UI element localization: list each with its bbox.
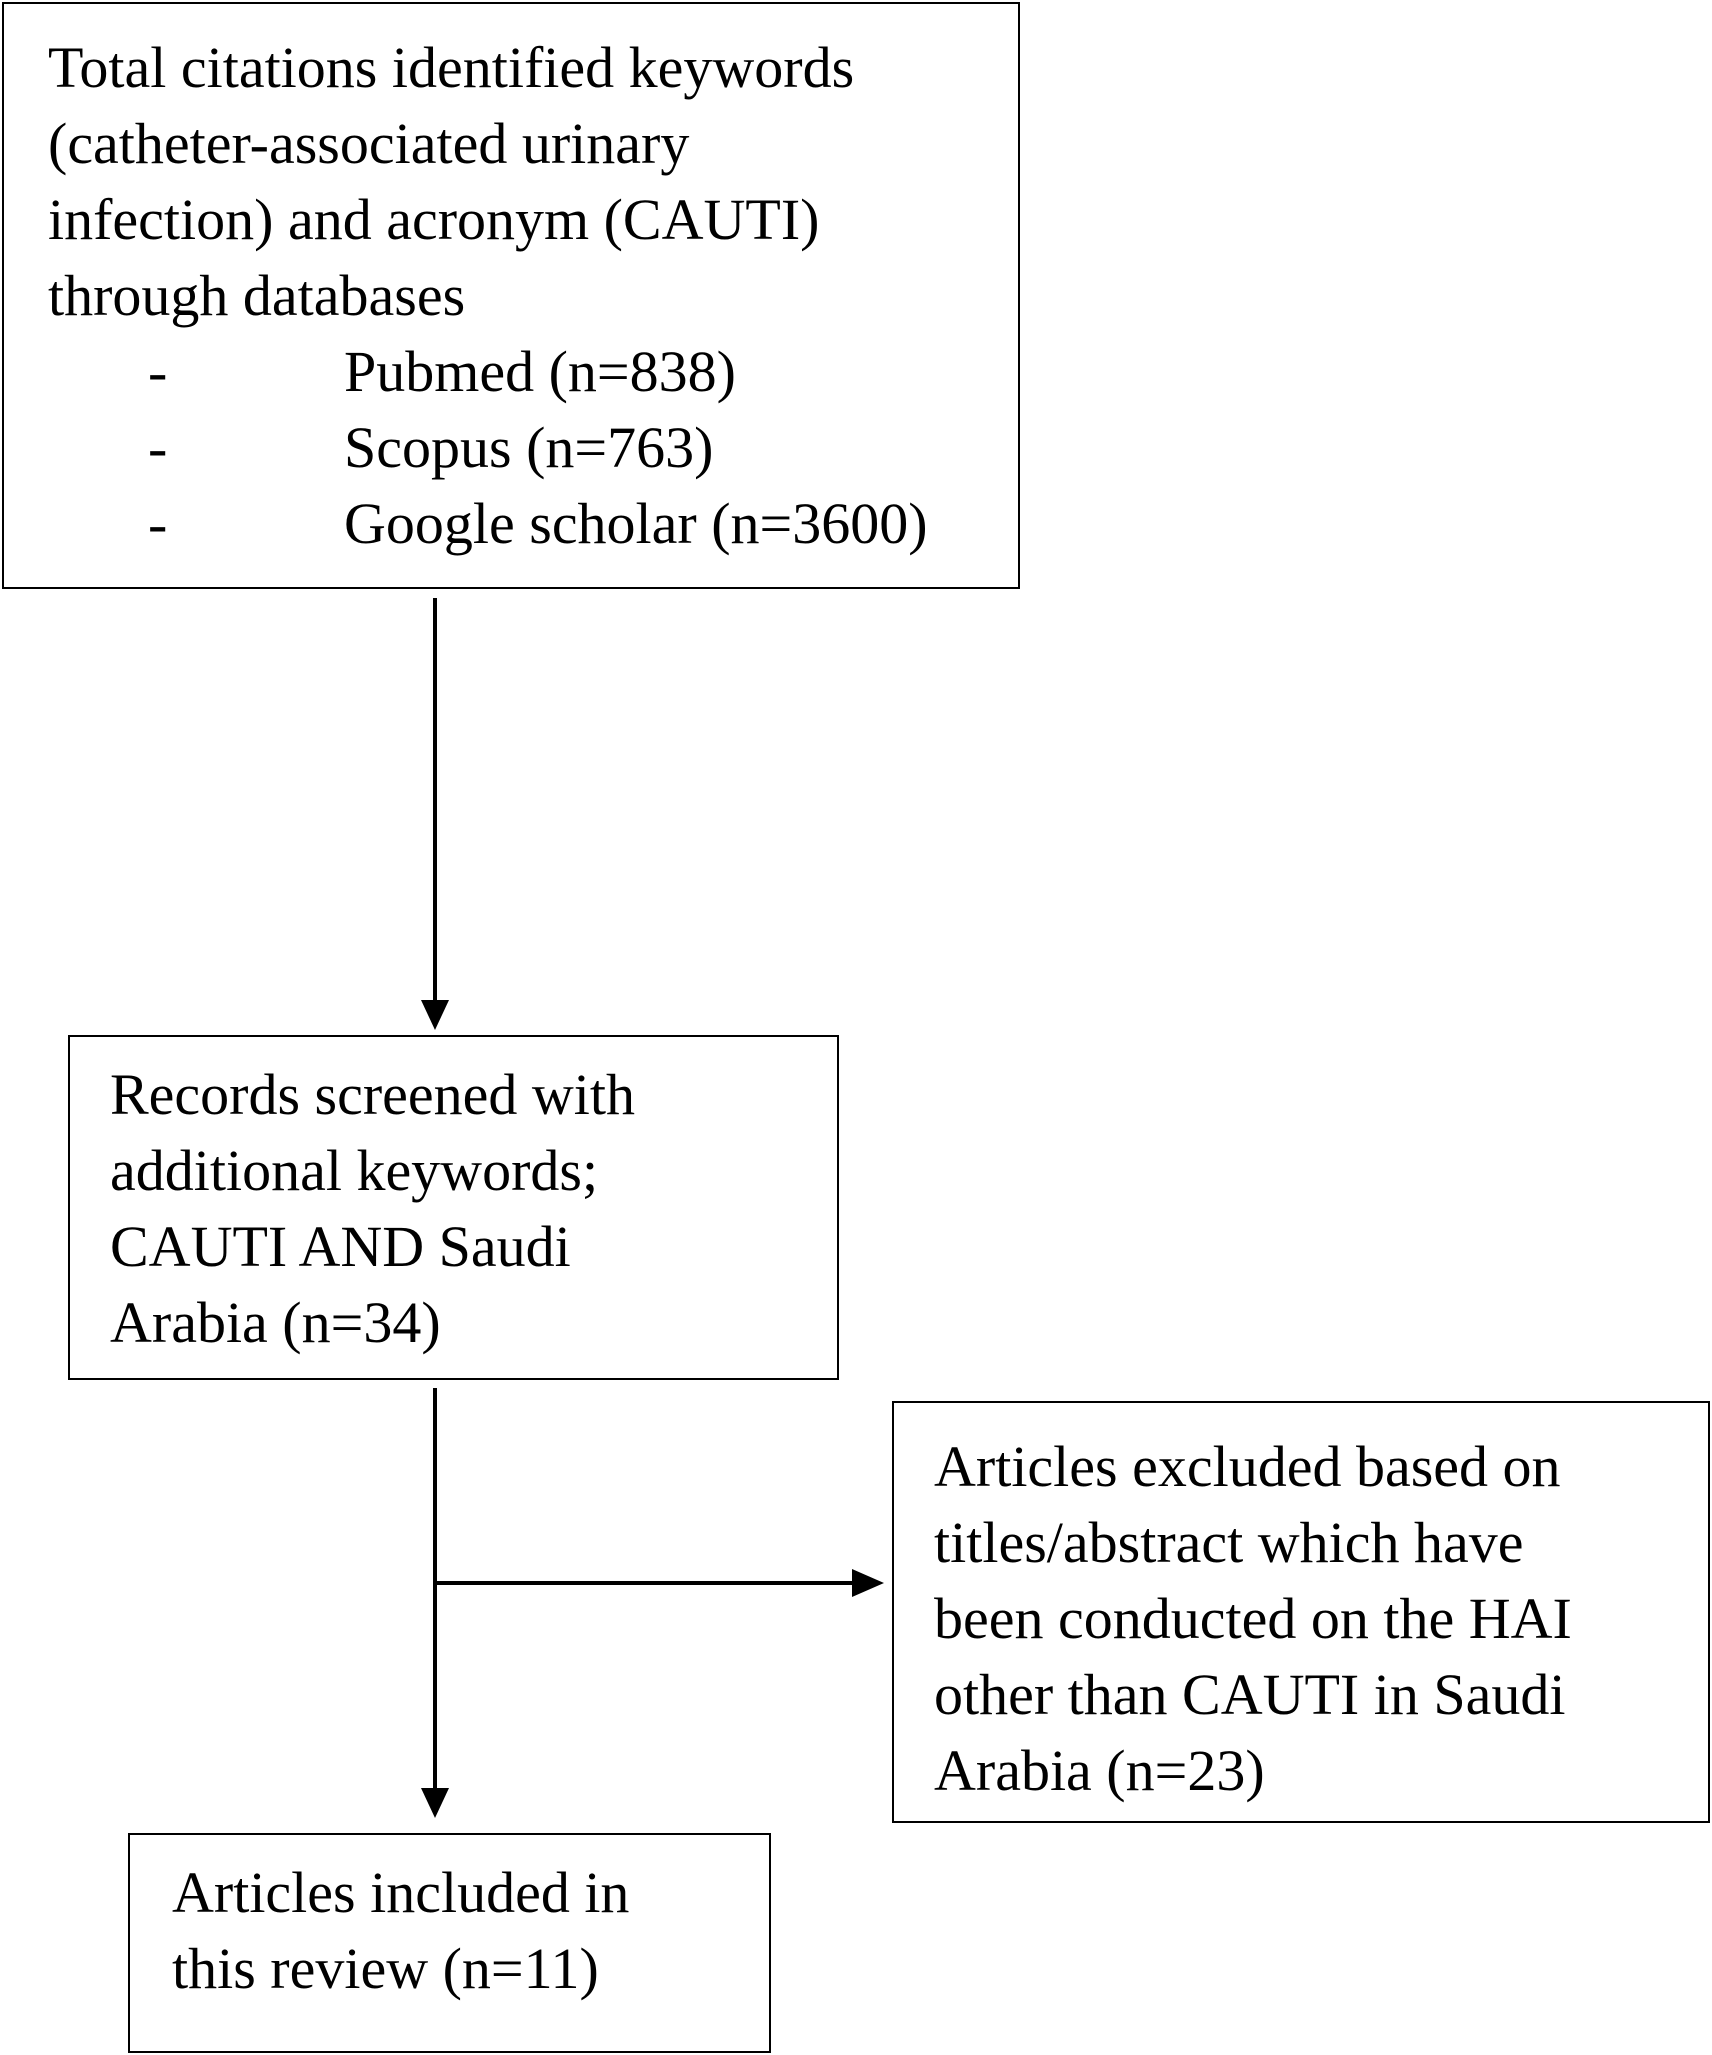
screening-line-2: additional keywords; [110, 1138, 599, 1203]
arrowhead-excluded [852, 1569, 884, 1597]
screening-line-1: Records screened with [110, 1062, 636, 1127]
database-label: Pubmed (n=838) [344, 339, 736, 404]
arrowhead-screened [421, 1000, 449, 1030]
screening-line-3: CAUTI AND Saudi [110, 1214, 571, 1279]
database-item-google-scholar: - Google scholar (n=3600) [48, 486, 1018, 562]
exclusion-line-3: been conducted on the HAI [934, 1586, 1572, 1651]
bullet-dash: - [148, 491, 168, 556]
exclusion-box: Articles excluded based on titles/abstra… [892, 1401, 1710, 1823]
inclusion-line-1: Articles included in [172, 1860, 630, 1925]
database-label: Scopus (n=763) [344, 415, 714, 480]
identification-line-2: (catheter-associated urinary [48, 111, 690, 176]
bullet-dash: - [148, 339, 168, 404]
inclusion-box: Articles included in this review (n=11) [128, 1833, 771, 2053]
identification-line-4: through databases [48, 263, 466, 328]
screening-line-4: Arabia (n=34) [110, 1290, 441, 1355]
bullet-dash: - [148, 415, 168, 480]
exclusion-line-1: Articles excluded based on [934, 1434, 1561, 1499]
exclusion-line-4: other than CAUTI in Saudi [934, 1662, 1566, 1727]
identification-box: Total citations identified keywords (cat… [2, 2, 1020, 589]
arrowhead-included [421, 1788, 449, 1818]
exclusion-line-5: Arabia (n=23) [934, 1738, 1265, 1803]
identification-line-1: Total citations identified keywords [48, 35, 855, 100]
database-item-pubmed: - Pubmed (n=838) [48, 334, 1018, 410]
exclusion-line-2: titles/abstract which have [934, 1510, 1524, 1575]
screening-box: Records screened with additional keyword… [68, 1035, 839, 1380]
database-item-scopus: - Scopus (n=763) [48, 410, 1018, 486]
identification-line-3: infection) and acronym (CAUTI) [48, 187, 820, 252]
database-label: Google scholar (n=3600) [344, 491, 928, 556]
inclusion-line-2: this review (n=11) [172, 1936, 599, 2001]
